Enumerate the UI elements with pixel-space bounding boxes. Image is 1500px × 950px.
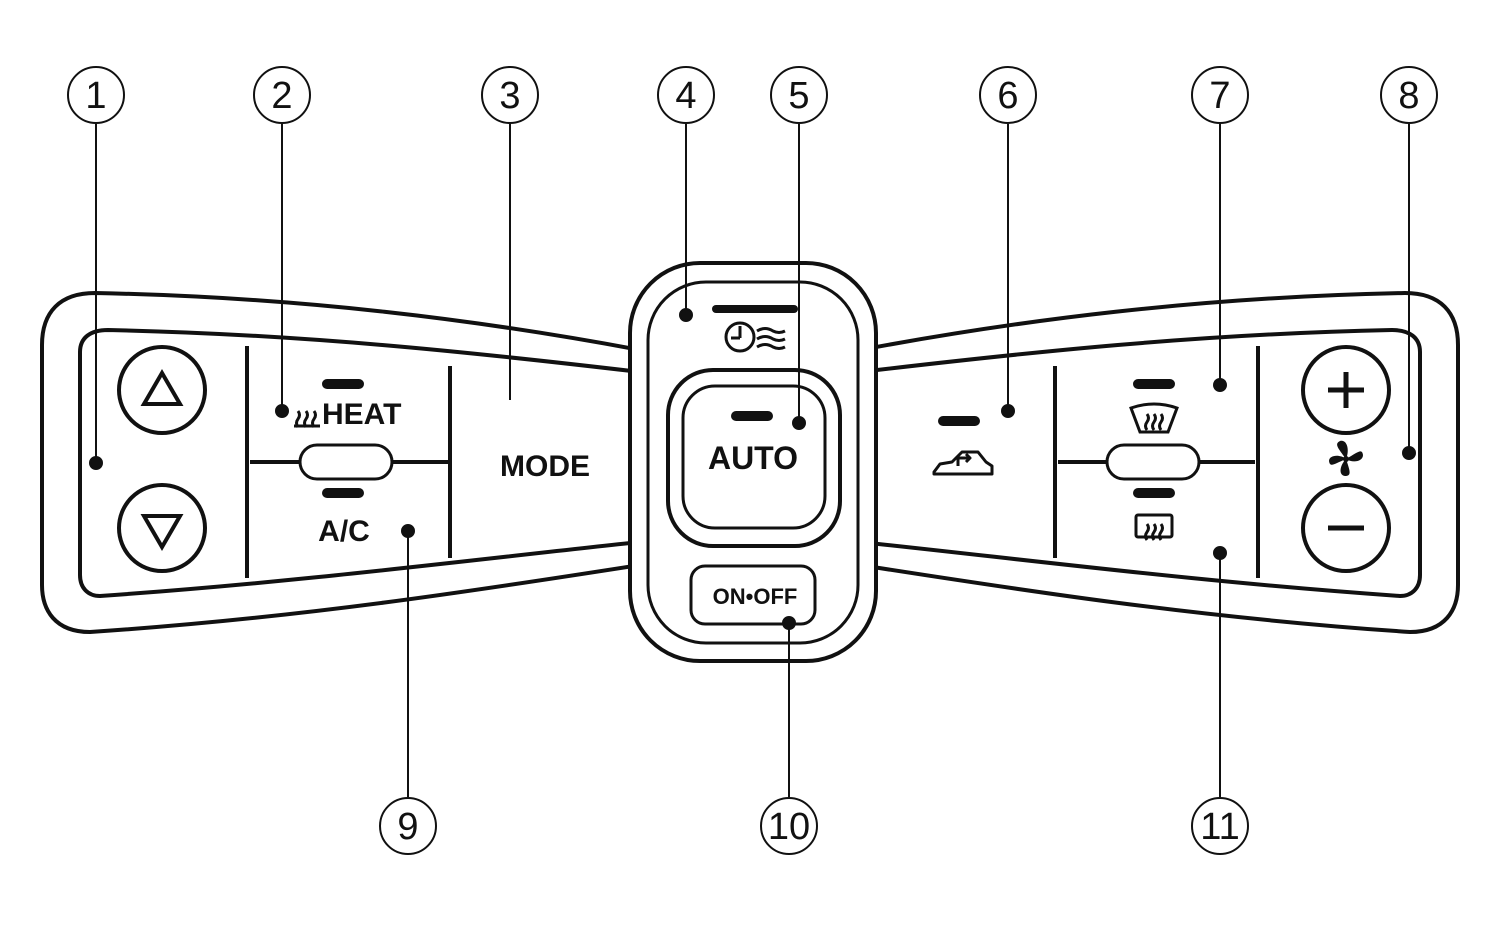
windshield-defrost-icon xyxy=(1129,402,1179,434)
ac-button[interactable]: A/C xyxy=(318,488,370,548)
svg-text:7: 7 xyxy=(1209,75,1230,117)
mode-label: MODE xyxy=(500,450,590,483)
front-defrost-indicator xyxy=(1133,379,1175,389)
ac-indicator xyxy=(322,488,364,498)
on-off-label: ON•OFF xyxy=(713,584,798,609)
heat-label: HEAT xyxy=(322,398,401,431)
defrost-divider-capsule xyxy=(1105,443,1201,481)
timer-button[interactable] xyxy=(712,305,798,353)
svg-text:10: 10 xyxy=(768,806,810,848)
temp-down-button[interactable] xyxy=(117,483,207,573)
svg-text:3: 3 xyxy=(499,75,520,117)
svg-text:11: 11 xyxy=(1200,806,1239,848)
ac-label: A/C xyxy=(318,515,370,548)
plus-icon xyxy=(1328,372,1364,408)
rear-defrost-indicator xyxy=(1133,488,1175,498)
triangle-up-icon xyxy=(140,369,184,406)
callout-4: 4 xyxy=(657,66,715,124)
mode-button[interactable]: MODE xyxy=(500,450,590,483)
heat-indicator xyxy=(322,379,364,389)
callout-9: 9 xyxy=(379,797,437,855)
fan-icon xyxy=(1329,440,1363,476)
svg-text:8: 8 xyxy=(1398,75,1419,117)
auto-label: AUTO xyxy=(708,440,798,476)
heat-ac-divider-capsule xyxy=(298,443,394,481)
callout-2: 2 xyxy=(253,66,311,124)
callout-6: 6 xyxy=(979,66,1037,124)
rear-window-defrost-icon xyxy=(1134,513,1174,541)
recirculation-indicator xyxy=(938,416,980,426)
callout-1: 1 xyxy=(67,66,125,124)
svg-text:4: 4 xyxy=(675,75,696,117)
callout-11: 11 xyxy=(1191,797,1249,855)
temp-up-button[interactable] xyxy=(117,345,207,435)
svg-text:9: 9 xyxy=(397,806,418,848)
callout-7: 7 xyxy=(1191,66,1249,124)
triangle-down-icon xyxy=(140,514,184,551)
on-off-button[interactable]: ON•OFF xyxy=(689,564,817,626)
front-defrost-button[interactable] xyxy=(1129,379,1179,434)
timer-indicator xyxy=(712,305,798,313)
callout-5: 5 xyxy=(770,66,828,124)
callout-8: 8 xyxy=(1380,66,1438,124)
recirculation-button[interactable] xyxy=(932,416,994,476)
fan-down-button[interactable] xyxy=(1301,483,1391,573)
rear-defrost-button[interactable] xyxy=(1133,488,1175,541)
svg-text:5: 5 xyxy=(788,75,809,117)
timer-airflow-icon xyxy=(724,321,786,353)
heater-icon xyxy=(294,410,320,428)
heat-button[interactable]: HEAT xyxy=(294,379,401,431)
svg-text:1: 1 xyxy=(85,75,106,117)
callout-leaders xyxy=(89,124,1416,797)
fan-up-button[interactable] xyxy=(1301,345,1391,435)
svg-text:6: 6 xyxy=(997,75,1018,117)
callout-10: 10 xyxy=(760,797,818,855)
svg-text:2: 2 xyxy=(271,75,292,117)
auto-button[interactable]: AUTO xyxy=(666,368,842,548)
callout-3: 3 xyxy=(481,66,539,124)
car-recirculation-icon xyxy=(932,450,994,476)
auto-indicator xyxy=(731,411,773,421)
